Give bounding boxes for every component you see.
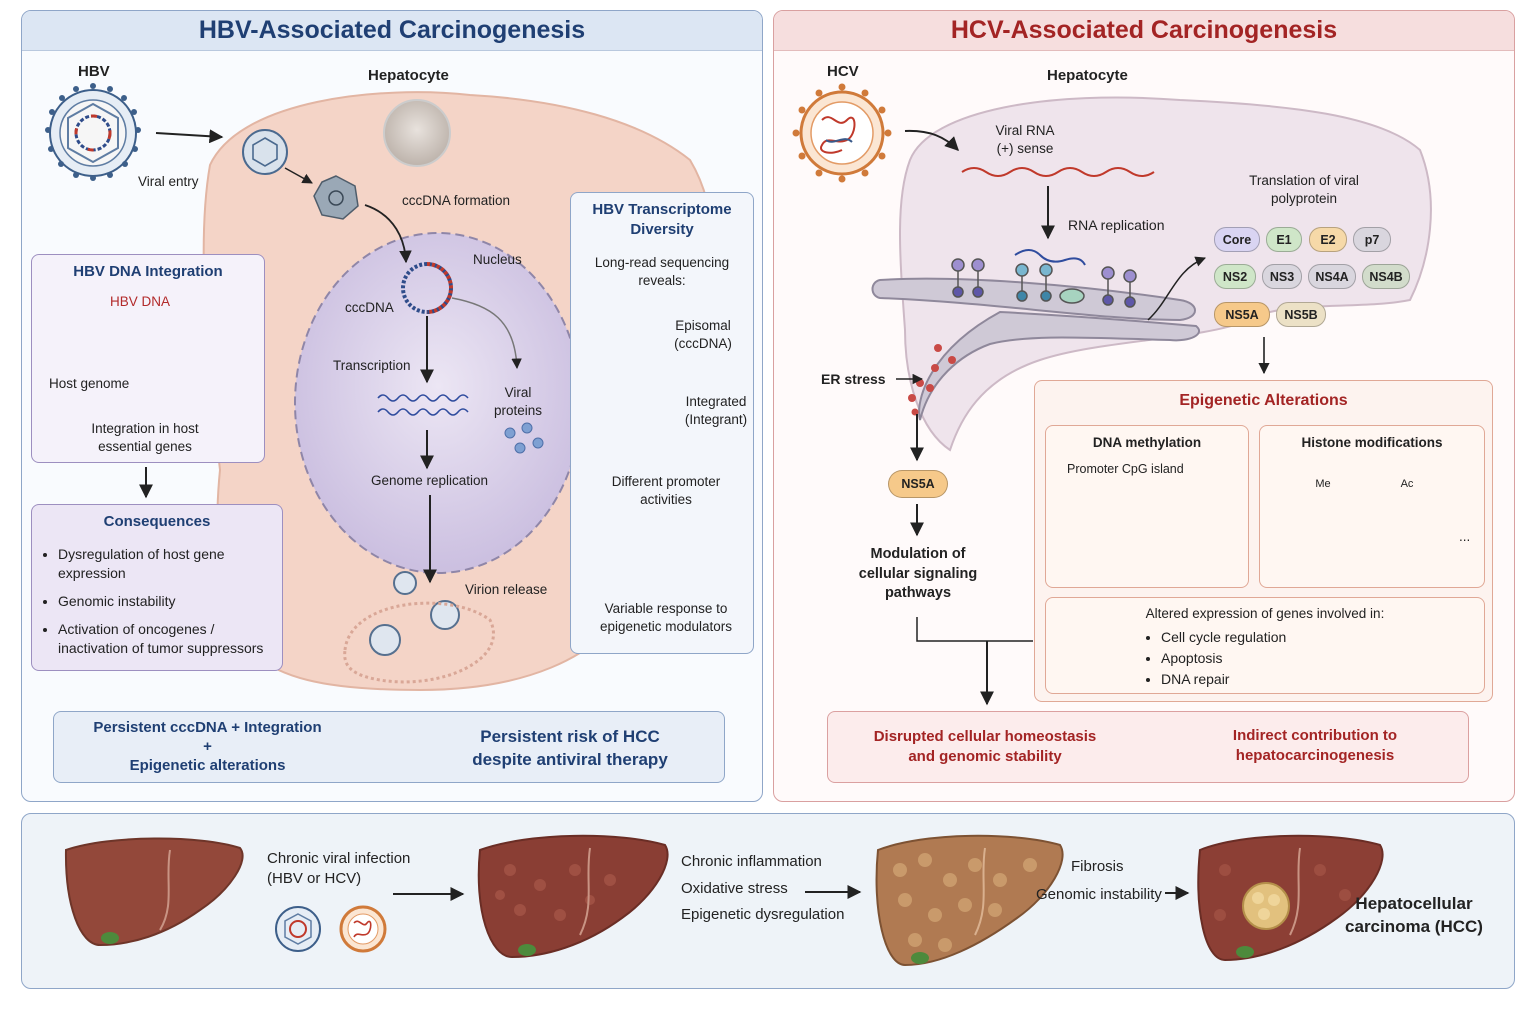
integrated-label: Integrated (Integrant)	[684, 394, 748, 428]
hbv-integration-box	[31, 254, 265, 463]
hbv-cccdna-formation: cccDNA formation	[402, 193, 511, 208]
liver-hcc	[1197, 834, 1384, 962]
transcriptome-title: HBV Transcriptome Diversity	[592, 201, 732, 239]
consequence-item: Genomic instability	[58, 592, 274, 611]
consequences-box	[31, 504, 283, 671]
protein-pill: E2	[1309, 227, 1347, 252]
hcv-virus-label: HCV	[827, 63, 859, 80]
progression-step1: Chronic viral infection (HBV or HCV)	[267, 850, 411, 888]
histone-ellipsis: ...	[1459, 529, 1471, 544]
dna-methylation-title: DNA methylation	[1092, 435, 1202, 450]
hbv-cccdna-label: cccDNA	[345, 300, 394, 315]
protein-pill: NS4B	[1362, 264, 1410, 289]
ns5a-badge: NS5A	[888, 470, 948, 498]
viral-protein-dots	[504, 422, 544, 454]
hcc-tumor	[1242, 882, 1290, 930]
viral-rna-label: Viral RNA (+) sense	[995, 123, 1055, 157]
hbv-integration-title: HBV DNA Integration	[73, 263, 223, 280]
hbv-nucleolus	[383, 99, 451, 167]
hcv-hepatocyte-cell	[899, 96, 1432, 452]
consequences-list: Dysregulation of host gene expression Ge…	[42, 545, 274, 666]
protein-pill: E1	[1266, 227, 1302, 252]
hcv-hepatocyte-label: Hepatocyte	[1047, 67, 1128, 84]
hcv-summary-box	[827, 711, 1469, 783]
progression-final: Hepatocellular carcinoma (HCC)	[1345, 894, 1483, 936]
er-stress-label: ER stress	[821, 371, 886, 387]
progression-step2-item: Chronic inflammation	[681, 853, 822, 870]
protein-pill: p7	[1353, 227, 1391, 252]
hbv-virus-icon	[49, 89, 137, 177]
hbv-entering-virion	[242, 129, 288, 175]
disrupted-label: Disrupted cellular homeostasis and genom…	[873, 728, 1097, 766]
gene-item: DNA repair	[1161, 670, 1286, 689]
transcriptome-box	[570, 192, 754, 654]
ac-mark-label: Ac	[1400, 478, 1414, 490]
hbv-transcripts	[377, 394, 469, 416]
protein-pill: NS5B	[1276, 302, 1326, 327]
gene-item: Apoptosis	[1161, 649, 1286, 668]
hbv-virion-release-label: Virion release	[465, 582, 548, 597]
progression-step2-item: Oxidative stress	[681, 880, 788, 897]
hbv-hepatocyte-label: Hepatocyte	[368, 67, 449, 84]
indirect-label: Indirect contribution to hepatocarcinoge…	[1232, 727, 1398, 765]
hbv-summary-box	[53, 711, 725, 783]
replication-complex	[951, 258, 1137, 308]
consequence-item: Activation of oncogenes / inactivation o…	[58, 620, 274, 658]
protein-pill: NS3	[1262, 264, 1302, 289]
modulation-label: Modulation of cellular signaling pathway…	[858, 546, 978, 602]
hbv-capsid	[313, 175, 359, 220]
liver-normal	[64, 837, 244, 947]
progression-virus-hcv	[339, 905, 387, 953]
hbv-viral-entry: Viral entry	[138, 174, 199, 189]
altered-genes-list: Cell cycle regulation Apoptosis DNA repa…	[1143, 628, 1286, 691]
hbv-viral-proteins-label: Viral proteins	[493, 385, 543, 419]
progression-step3-item: Fibrosis	[1071, 858, 1124, 875]
rna-replication-label: RNA replication	[1068, 217, 1165, 233]
hbv-summary-result: Persistent risk of HCC despite antiviral…	[472, 727, 668, 769]
dna-methylation-box	[1045, 425, 1249, 588]
progression-step3-item: Genomic instability	[1036, 886, 1162, 903]
response-label: Variable response to epigenetic modulato…	[599, 601, 733, 635]
protein-pill: NS2	[1214, 264, 1256, 289]
episomal-label: Episomal (cccDNA)	[674, 318, 732, 352]
me-mark-label: Me	[1315, 478, 1331, 490]
protein-pill: Core	[1214, 227, 1260, 252]
hbv-transcription-label: Transcription	[333, 358, 411, 373]
transcriptome-intro: Long-read sequencing reveals:	[594, 255, 730, 289]
gene-item: Cell cycle regulation	[1161, 628, 1286, 647]
hcv-virus-spikes	[792, 83, 892, 183]
consequences-title: Consequences	[103, 513, 211, 530]
liver-inflamed	[477, 834, 669, 959]
translation-label: Translation of viral polyprotein	[1249, 173, 1359, 207]
hbv-genome-replication-label: Genome replication	[371, 473, 489, 488]
promoter-cpg-label: Promoter CpG island	[1067, 462, 1184, 476]
hbv-dna-label: HBV DNA	[109, 294, 170, 309]
consequence-item: Dysregulation of host gene expression	[58, 545, 274, 583]
hcv-virus-icon	[799, 90, 885, 176]
hbv-released-virions	[369, 571, 460, 656]
hbv-summary-line1: Persistent cccDNA + Integration	[93, 719, 322, 736]
histone-title: Histone modifications	[1301, 435, 1443, 450]
hbv-virus-spikes	[45, 83, 141, 181]
protein-pill: NS5A	[1214, 302, 1270, 327]
progression-step2-item: Epigenetic dysregulation	[681, 906, 845, 923]
integration-host-genes: Integration in host essential genes	[91, 421, 199, 455]
epigenetic-title: Epigenetic Alterations	[1179, 392, 1348, 409]
altered-genes-box	[1045, 597, 1485, 694]
hcv-title: HCV-Associated Carcinogenesis	[774, 11, 1514, 51]
viral-rna-wave	[961, 167, 1155, 177]
progression-virus-hbv	[275, 906, 321, 952]
hbv-title: HBV-Associated Carcinogenesis	[22, 11, 762, 51]
hbv-summary-plus: +	[203, 738, 212, 755]
protein-pill: NS4A	[1308, 264, 1356, 289]
hbv-summary-line3: Epigenetic alterations	[129, 757, 286, 774]
histone-box	[1259, 425, 1485, 588]
host-genome-label: Host genome	[49, 376, 130, 391]
hbv-nucleus-label: Nucleus	[473, 252, 522, 267]
altered-intro: Altered expression of genes involved in:	[1145, 606, 1385, 621]
liver-fibrotic	[875, 834, 1064, 967]
hbv-virus-label: HBV	[78, 63, 110, 80]
promoter-label: Different promoter activities	[611, 474, 721, 508]
